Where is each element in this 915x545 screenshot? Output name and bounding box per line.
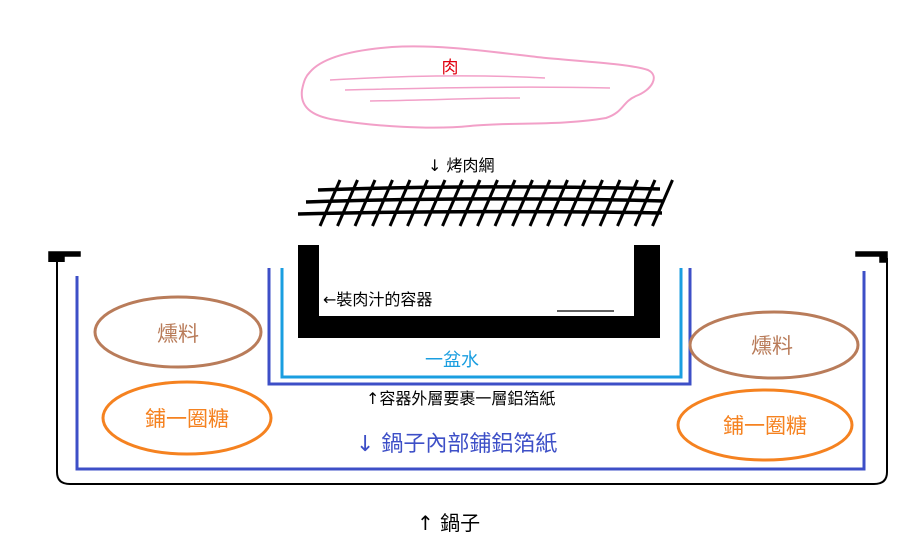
grill-wire bbox=[633, 179, 657, 227]
grill-wire bbox=[371, 179, 394, 227]
meat-fiber-line bbox=[329, 75, 546, 81]
pot-handle-left bbox=[48, 251, 81, 262]
sugar-right-outline bbox=[676, 388, 854, 462]
meat-fiber-line bbox=[344, 86, 611, 91]
pot bbox=[48, 251, 888, 485]
grill-wire bbox=[336, 179, 359, 227]
grill-wire bbox=[318, 179, 342, 227]
juice-container bbox=[298, 245, 660, 338]
grill: ↓ 烤肉網 bbox=[297, 156, 674, 227]
meat: 肉 bbox=[300, 45, 655, 129]
grill-wire bbox=[581, 179, 604, 227]
grill-wire bbox=[598, 179, 622, 227]
container-foil-label: ↑容器外層要裹一層鋁箔紙 bbox=[366, 389, 555, 408]
pot-foil-label: ↓ 鍋子內部鋪鋁箔紙 bbox=[356, 432, 557, 457]
grill-bar bbox=[297, 209, 663, 216]
meat-label: 肉 bbox=[442, 58, 459, 78]
sugar-left-label: 鋪一圈糖 bbox=[145, 407, 229, 431]
pot-label: ↑ 鍋子 bbox=[417, 511, 480, 535]
grill-wires bbox=[318, 179, 674, 227]
left-side-fillings: 燻料 鋪一圈糖 bbox=[93, 295, 273, 456]
grill-bar bbox=[317, 185, 661, 192]
container-foil-wrap bbox=[267, 268, 692, 386]
grill-wire bbox=[441, 179, 464, 227]
grill-wire bbox=[511, 179, 534, 227]
right-side-fillings: 燻料 鋪一圈糖 bbox=[676, 310, 860, 462]
grill-wire bbox=[493, 179, 517, 227]
drip-container-assembly: ←裝肉汁的容器 一盆水 ↑容器外層要裹一層鋁箔紙 bbox=[267, 245, 692, 408]
pot-body bbox=[56, 258, 888, 485]
grill-wire bbox=[388, 179, 412, 227]
grill-wire bbox=[563, 179, 587, 227]
meat-outline bbox=[300, 45, 655, 129]
meat-fiber-line bbox=[369, 97, 521, 102]
pot-foil-lining bbox=[75, 271, 866, 471]
grill-wire bbox=[406, 179, 429, 227]
grill-wire bbox=[616, 179, 639, 227]
fuel-right-label: 燻料 bbox=[751, 334, 793, 358]
sugar-left-outline bbox=[101, 380, 273, 456]
fuel-left-label: 燻料 bbox=[157, 322, 199, 346]
water-basin bbox=[280, 268, 683, 379]
grill-wire bbox=[476, 179, 499, 227]
sugar-right-label: 鋪一圈糖 bbox=[723, 414, 807, 438]
grill-wire bbox=[546, 179, 569, 227]
grill-wire bbox=[651, 179, 674, 227]
grill-wire bbox=[353, 179, 377, 227]
grill-wire bbox=[458, 179, 482, 227]
fuel-right-outline bbox=[688, 310, 860, 380]
grill-wire bbox=[528, 179, 552, 227]
container-label: ←裝肉汁的容器 bbox=[323, 290, 432, 309]
grill-label: ↓ 烤肉網 bbox=[428, 156, 495, 175]
water-label: 一盆水 bbox=[425, 350, 479, 371]
grill-wire bbox=[423, 179, 447, 227]
pot-handle-right bbox=[855, 251, 888, 263]
fuel-left-outline bbox=[93, 295, 263, 369]
